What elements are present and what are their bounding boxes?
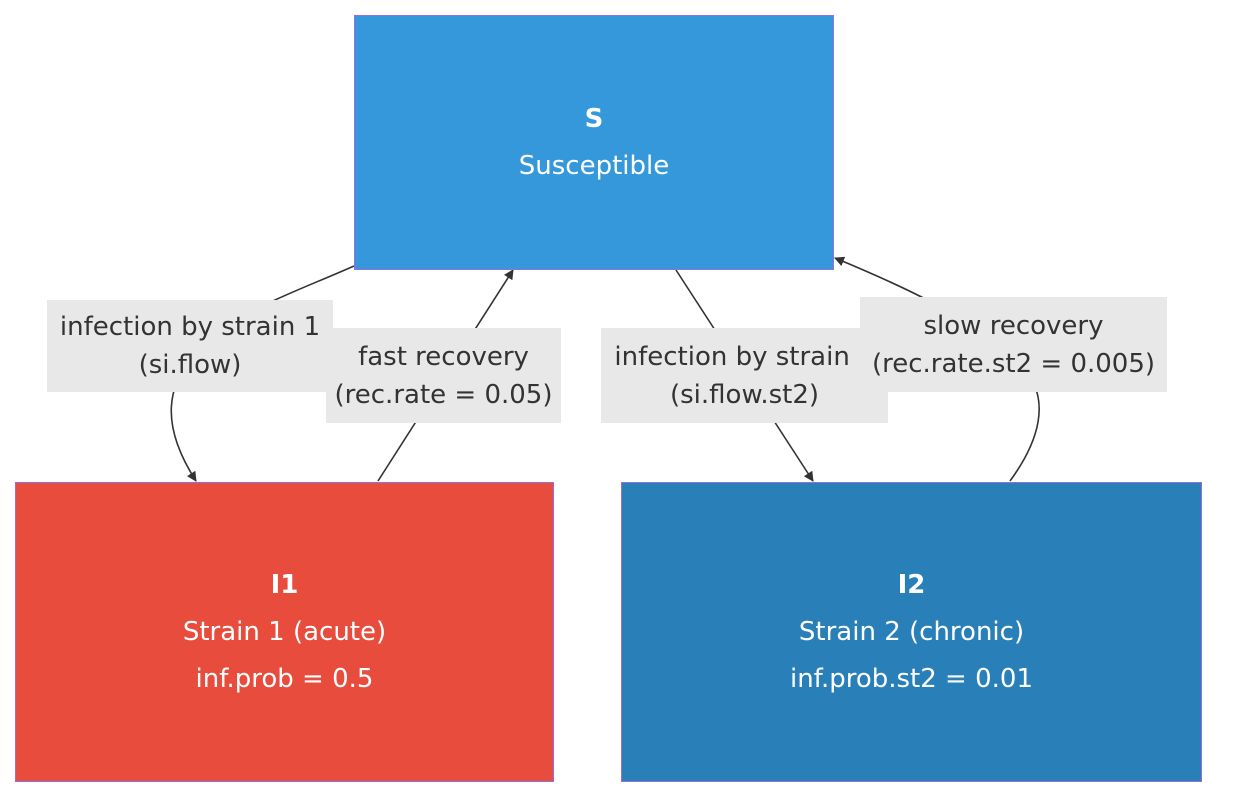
edge-label-line: (rec.rate = 0.05)	[334, 379, 553, 410]
edge-label-line: infection by strain 2	[614, 341, 875, 372]
edge-label-infection-strain-1: infection by strain 1 (si.flow)	[47, 300, 333, 392]
edge-label-line: (si.flow)	[138, 350, 242, 380]
node-id: S	[584, 103, 604, 134]
node-parameter: inf.prob.st2 = 0.01	[789, 663, 1033, 694]
node-id: I1	[270, 569, 299, 600]
edge-label-line: slow recovery	[923, 310, 1104, 341]
node-name: Strain 2 (chronic)	[798, 616, 1025, 647]
edge-label-line: fast recovery	[358, 341, 529, 372]
edge-label-line: infection by strain 1	[59, 312, 321, 342]
edge-label-infection-strain-2: infection by strain 2 (si.flow.st2)	[601, 328, 888, 423]
edge-label-slow-recovery: slow recovery (rec.rate.st2 = 0.005)	[860, 297, 1167, 392]
node-strain-2: I2 Strain 2 (chronic) inf.prob.st2 = 0.0…	[621, 482, 1202, 782]
node-id: I2	[897, 569, 926, 600]
edge-label-fast-recovery: fast recovery (rec.rate = 0.05)	[326, 328, 561, 423]
node-name: Susceptible	[518, 150, 670, 181]
edge-label-line: (si.flow.st2)	[669, 379, 820, 410]
edge-label-line: (rec.rate.st2 = 0.005)	[871, 348, 1156, 379]
node-parameter: inf.prob = 0.5	[195, 663, 374, 694]
node-strain-1: I1 Strain 1 (acute) inf.prob = 0.5	[15, 482, 554, 782]
node-name: Strain 1 (acute)	[182, 616, 387, 647]
node-susceptible: S Susceptible	[354, 15, 834, 270]
